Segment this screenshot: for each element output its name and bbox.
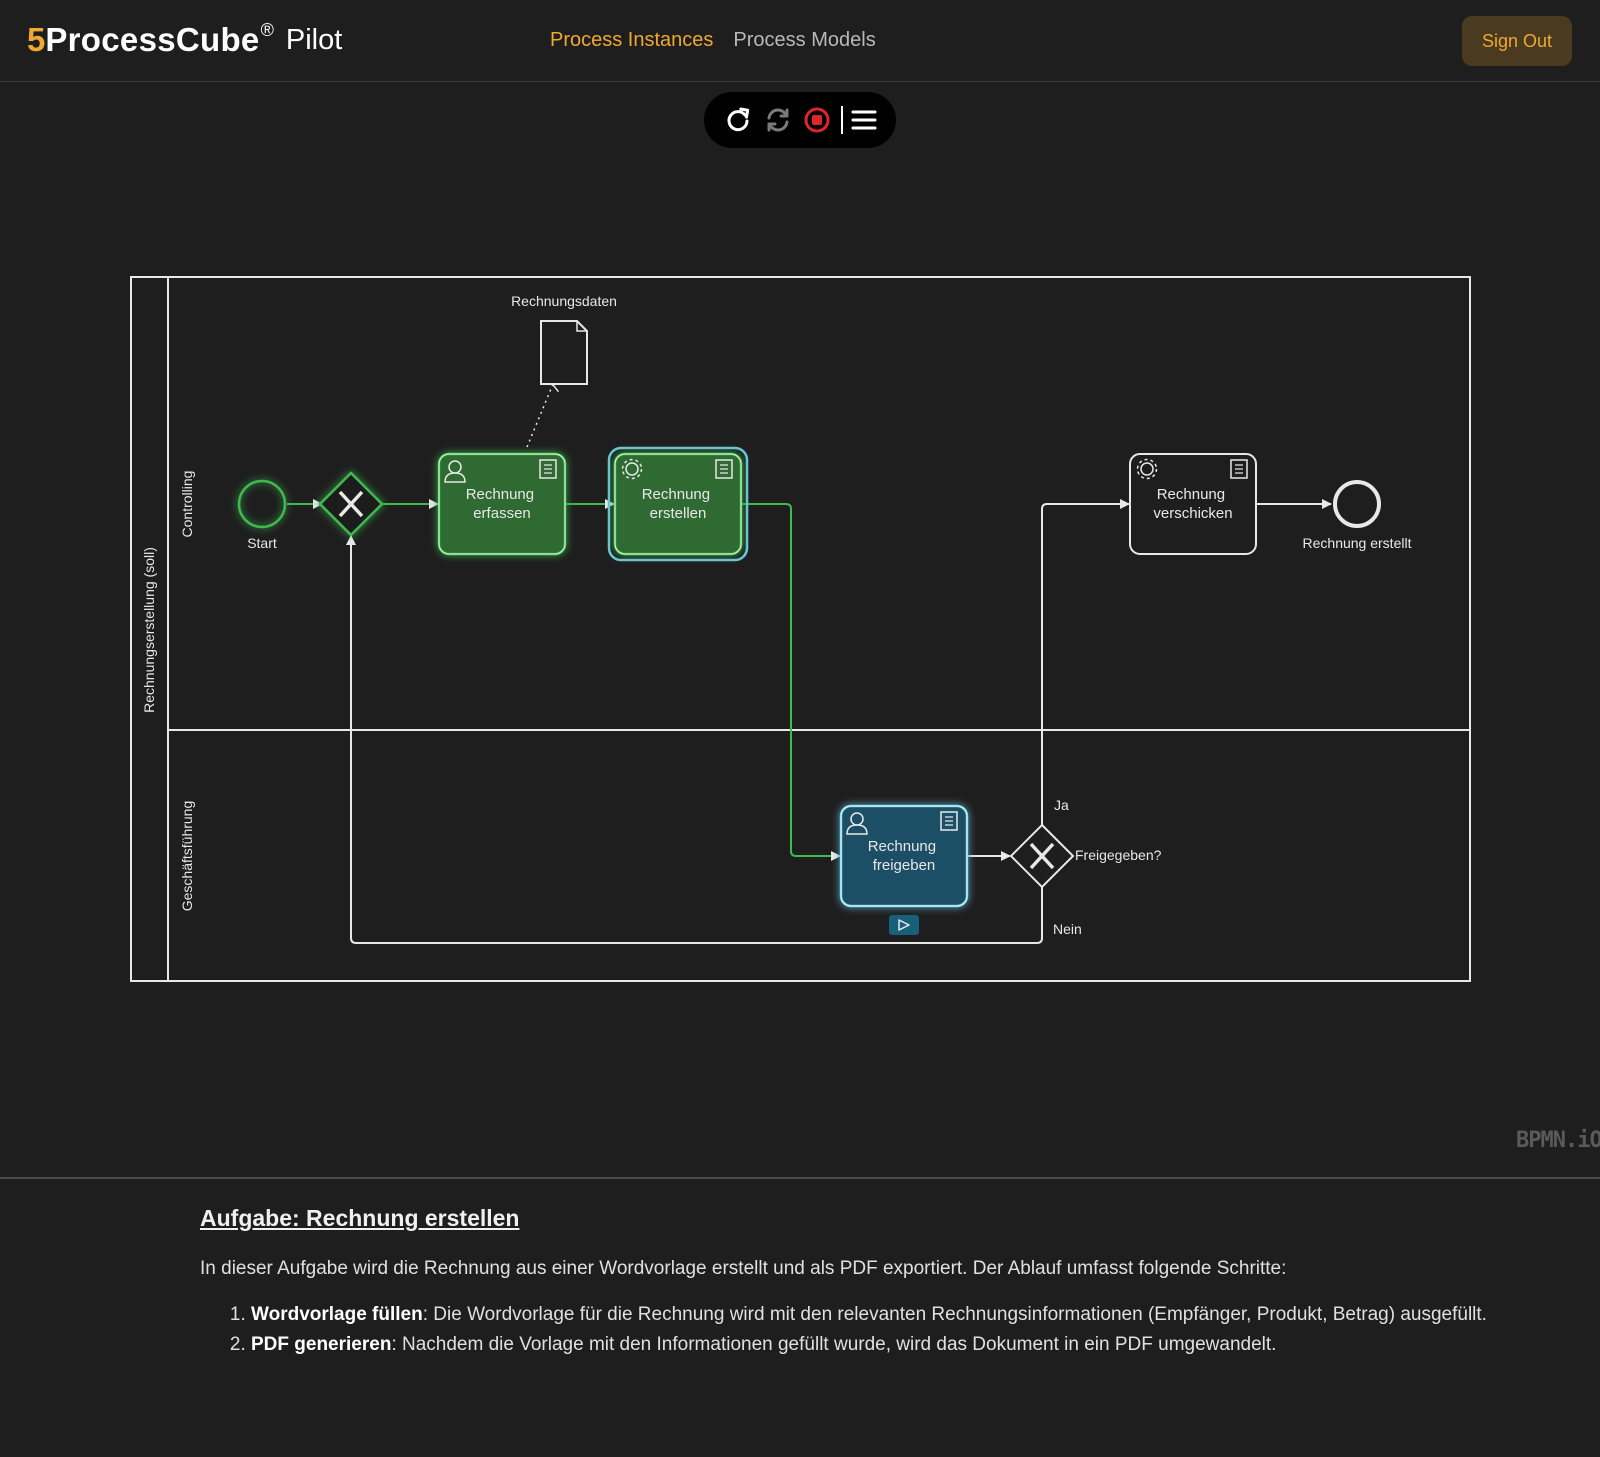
- sequence-flows: [287, 384, 1332, 944]
- stop-icon[interactable]: [801, 104, 833, 136]
- task-steps: Wordvorlage füllen: Die Wordvorlage für …: [200, 1300, 1580, 1360]
- retry-icon[interactable]: [762, 104, 794, 136]
- task-verschicken-line1: Rechnung: [1157, 486, 1225, 503]
- gateway-label: Freigegeben?: [1075, 847, 1162, 863]
- documentation-icon: [1230, 459, 1248, 479]
- documentation-icon: [715, 459, 733, 479]
- svg-text:Rechnung erfassen: Rechnung erfassen: [466, 486, 539, 522]
- refresh-icon[interactable]: [722, 104, 754, 136]
- top-navbar: 5 ProcessCube ® Pilot Process Instances …: [0, 0, 1600, 82]
- task-step: PDF generieren: Nachdem die Vorlage mit …: [251, 1330, 1580, 1360]
- flow-erstellen-freigeben: [742, 503, 841, 861]
- task-step-title: Wordvorlage füllen: [251, 1304, 423, 1325]
- data-object-rechnungsdaten[interactable]: Rechnungsdaten: [511, 293, 617, 385]
- task-rechnung-erfassen[interactable]: Rechnung erfassen: [437, 452, 567, 556]
- lane-label-controlling: Controlling: [179, 471, 195, 538]
- main-nav: Process Instances Process Models: [550, 29, 876, 52]
- task-step-title: PDF generieren: [251, 1334, 392, 1355]
- toolbar-separator: [841, 106, 843, 134]
- task-rechnung-erstellen[interactable]: Rechnung erstellen: [607, 446, 749, 562]
- lane-label-geschaeftsfuehrung: Geschäftsführung: [179, 801, 195, 912]
- task-step-text: : Nachdem die Vorlage mit den Informatio…: [391, 1334, 1277, 1355]
- task-erfassen-line1: Rechnung: [466, 486, 534, 503]
- brand-logo[interactable]: 5 ProcessCube ® Pilot: [27, 18, 342, 62]
- flow-label-nein: Nein: [1053, 921, 1082, 937]
- task-title: Aufgabe: Rechnung erstellen: [200, 1205, 520, 1231]
- flow-label-ja: Ja: [1054, 797, 1069, 813]
- menu-icon[interactable]: [848, 104, 880, 136]
- sign-out-button[interactable]: Sign Out: [1462, 16, 1572, 66]
- svg-text:Rechnung freigeben: Rechnung freigeben: [868, 838, 941, 874]
- section-divider: [0, 1177, 1600, 1179]
- task-verschicken-line2: verschicken: [1153, 505, 1232, 522]
- bpmn-io-logo[interactable]: BPMN.iO: [1516, 1128, 1600, 1153]
- exclusive-gateway-freigegeben[interactable]: Freigegeben?: [1009, 823, 1162, 889]
- user-icon: [846, 812, 868, 835]
- pool-label: Rechnungserstellung (soll): [141, 547, 157, 713]
- flow-nein-loop: [346, 535, 1043, 944]
- instance-toolbar: [704, 92, 896, 148]
- task-erstellen-line1: Rechnung: [642, 486, 710, 503]
- svg-text:Rechnung erstellen: Rechnung erstellen: [642, 486, 715, 522]
- task-freigeben-line2: freigeben: [873, 857, 936, 874]
- nav-process-instances[interactable]: Process Instances: [550, 29, 714, 51]
- task-step-text: : Die Wordvorlage für die Rechnung wird …: [422, 1304, 1487, 1325]
- task-description: Aufgabe: Rechnung erstellen In dieser Au…: [200, 1205, 1580, 1360]
- task-freigeben-line1: Rechnung: [868, 838, 936, 855]
- task-erstellen-line2: erstellen: [650, 505, 707, 522]
- pool: Rechnungserstellung (soll) Controlling G…: [130, 276, 1471, 982]
- gear-icon: [621, 458, 643, 480]
- brand-registered-mark: ®: [260, 19, 274, 40]
- start-label: Start: [247, 535, 277, 551]
- end-label: Rechnung erstellt: [1303, 535, 1412, 551]
- brand-suffix: Pilot: [285, 23, 343, 56]
- svg-text:Rechnung verschicken: Rechnung verschicken: [1153, 486, 1232, 522]
- task-erfassen-line2: erfassen: [473, 505, 531, 522]
- start-event[interactable]: Start: [237, 479, 287, 551]
- documentation-icon: [539, 459, 557, 479]
- task-intro: In dieser Aufgabe wird die Rechnung aus …: [200, 1258, 1287, 1279]
- play-icon[interactable]: [889, 915, 919, 935]
- gear-icon: [1136, 458, 1158, 480]
- exclusive-gateway-merge[interactable]: [318, 471, 384, 537]
- brand-name: ProcessCube: [45, 21, 260, 58]
- task-rechnung-freigeben[interactable]: Rechnung freigeben: [839, 804, 969, 908]
- end-event[interactable]: Rechnung erstellt: [1303, 480, 1412, 551]
- bpmn-diagram: Rechnungserstellung (soll) Controlling G…: [130, 276, 1471, 982]
- data-association: [526, 384, 553, 448]
- task-rechnung-verschicken[interactable]: Rechnung verschicken: [1129, 453, 1257, 555]
- task-step: Wordvorlage füllen: Die Wordvorlage für …: [251, 1300, 1580, 1330]
- documentation-icon: [940, 811, 958, 831]
- data-object-label: Rechnungsdaten: [511, 293, 617, 309]
- flow-ja-verschicken: [1041, 499, 1130, 826]
- nav-process-models[interactable]: Process Models: [733, 29, 876, 51]
- user-icon: [444, 460, 466, 483]
- brand-prefix: 5: [27, 21, 46, 58]
